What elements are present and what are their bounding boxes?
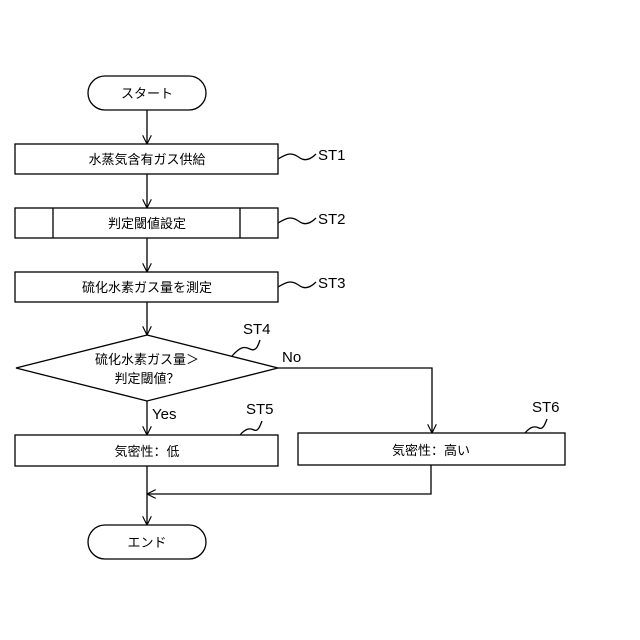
st5-label: 気密性：低: [114, 444, 179, 460]
step-st5: 気密性：低: [15, 435, 278, 466]
st6-ref: ST6: [532, 399, 560, 416]
st1-ref-leader: [278, 154, 316, 160]
st2-ref: ST2: [318, 211, 346, 228]
connector-st4-no-st6: [278, 368, 432, 433]
start-label: スタート: [121, 87, 173, 102]
st3-label: 硫化水素ガス量を測定: [82, 281, 212, 296]
st6-ref-leader: [525, 419, 547, 433]
st1-ref: ST1: [318, 147, 346, 164]
st3-ref-leader: [278, 282, 316, 288]
branch-yes-label: Yes: [152, 406, 176, 423]
end-label: エンド: [127, 536, 166, 551]
step-st2: 判定閾値設定: [15, 208, 278, 238]
st4-label-line1: 硫化水素ガス量＞: [95, 353, 199, 368]
st5-ref-leader: [240, 421, 262, 435]
branch-no-label: No: [282, 349, 301, 366]
step-st3: 硫化水素ガス量を測定: [15, 272, 278, 302]
st3-ref: ST3: [318, 275, 346, 292]
start-terminal: スタート: [88, 76, 206, 110]
connector-st6-merge: [147, 465, 431, 494]
st4-ref-leader: [232, 340, 260, 356]
st1-label: 水蒸気含有ガス供給: [88, 152, 205, 168]
st5-ref: ST5: [246, 401, 274, 418]
step-st1: 水蒸気含有ガス供給: [15, 144, 278, 174]
st2-label: 判定閾値設定: [108, 216, 186, 232]
st6-label: 気密性：高い: [392, 443, 470, 459]
end-terminal: エンド: [88, 525, 206, 559]
decision-st4: 硫化水素ガス量＞ 判定閾値？: [16, 335, 278, 401]
st4-label-line2: 判定閾値？: [114, 371, 179, 387]
st4-ref: ST4: [243, 321, 271, 338]
step-st6: 気密性：高い: [298, 433, 565, 465]
st2-ref-leader: [278, 218, 316, 224]
